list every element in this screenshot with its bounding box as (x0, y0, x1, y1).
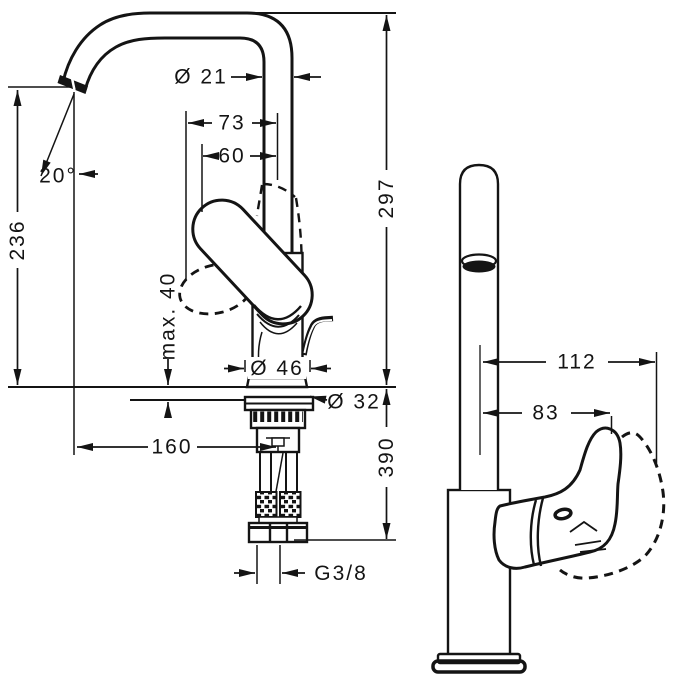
dim-base-diameter: Ø 46 (224, 357, 331, 380)
dashed-spout-top-arc (262, 182, 296, 198)
dim-spout-height: 236 (6, 90, 29, 385)
dim-spout-diameter: Ø 21 (174, 66, 321, 89)
spout-inner-edge (83, 36, 266, 240)
spout-opening (462, 260, 496, 273)
dim-label-60: 60 (218, 145, 245, 168)
spout (57, 11, 294, 300)
mounting-nut-ribs (253, 411, 303, 422)
dim-thread-size: G3/8 (234, 562, 368, 585)
dim-label-160: 160 (151, 436, 192, 459)
aerator-notch (70, 77, 76, 91)
braided-hose-left (255, 491, 278, 518)
dim-label-112: 112 (557, 351, 596, 374)
front-view: Ø 21 73 60 297 236 2 (6, 11, 398, 585)
dim-label-390: 390 (375, 436, 398, 477)
hose-nut (247, 521, 309, 544)
handle-base-rings (253, 304, 302, 335)
dim-label-d32: Ø 32 (327, 391, 381, 414)
handle-hole (553, 507, 573, 521)
ring-1 (253, 304, 302, 321)
pop-up-rod (301, 315, 334, 356)
supply-hoses (247, 452, 309, 544)
dim-label-max40: max. 40 (157, 272, 180, 361)
dim-hole-diameter: Ø 32 (309, 391, 381, 414)
handle-open-dashed-outline (559, 431, 666, 580)
pop-up-rod-inner (303, 319, 333, 354)
dim-label-spout-diameter: Ø 21 (174, 66, 228, 89)
dim-reach-60: 60 (203, 145, 276, 168)
handle-joint-line-2 (536, 497, 545, 567)
dim-reach-73: 73 (188, 112, 276, 135)
dim-label-236: 236 (6, 219, 29, 260)
dim-label-83: 83 (532, 402, 559, 425)
handle-chevron (569, 520, 598, 533)
dim-swivel-angle: 20° (39, 93, 98, 188)
extension-lines (8, 12, 396, 584)
dim-tip-to-axis: 160 (77, 436, 276, 459)
ring-2 (256, 313, 300, 328)
ring-3 (259, 321, 298, 335)
angle-leader-line (40, 93, 75, 177)
rod-clamp (271, 437, 285, 447)
handle-side (492, 426, 623, 570)
spout-outer-edge (61, 11, 294, 300)
dim-label-d46: Ø 46 (250, 357, 304, 380)
mounting-hardware (243, 395, 315, 454)
dim-max-deck-thickness: max. 40 (157, 272, 180, 418)
label-mask (248, 357, 306, 379)
column (458, 163, 500, 490)
handle-detail-line-1 (574, 540, 602, 546)
side-view: 112 83 (431, 163, 666, 674)
base-flange-bottom (431, 659, 527, 674)
dim-label-g38: G3/8 (314, 562, 368, 585)
dim-below-deck-height: 390 (375, 389, 398, 539)
dim-label-73: 73 (218, 112, 245, 135)
dashed-spout-left-edge (255, 184, 264, 217)
dim-total-height: 297 (375, 15, 398, 385)
dim-side-reach-83: 83 (483, 402, 610, 425)
leader-arrow (309, 395, 328, 404)
dim-side-reach-112: 112 (483, 351, 655, 374)
dashed-spout-right-edge (294, 197, 303, 254)
handle-detail-line-2 (579, 548, 607, 553)
dim-label-20deg: 20° (39, 165, 77, 188)
dim-label-297: 297 (375, 177, 398, 218)
handle-joint-line-1 (529, 499, 538, 566)
braided-hose-right (279, 491, 302, 518)
